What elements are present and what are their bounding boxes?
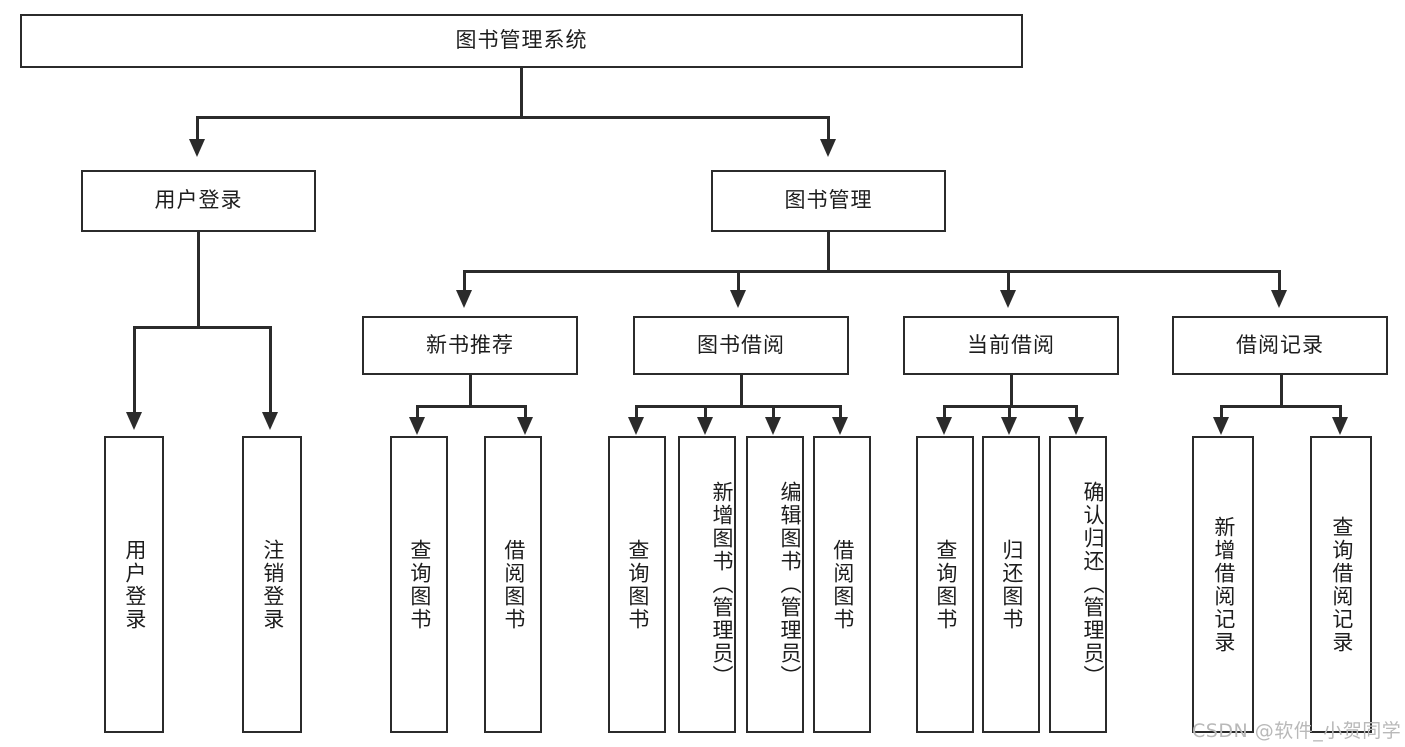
node-leaf-query-book-2[interactable]: 查询图书 xyxy=(608,436,666,733)
connector-root-stem xyxy=(520,68,523,116)
node-user-login-label: 用户登录 xyxy=(154,188,243,213)
arrow-book-manage-to-book-borrow xyxy=(730,290,746,308)
connector-current-borrow-stem xyxy=(1010,375,1013,408)
node-book-borrow[interactable]: 图书借阅 xyxy=(633,316,849,375)
connector-current-borrow-to-leaf-2 xyxy=(1008,405,1011,419)
node-leaf-logout-login-label: 注销登录 xyxy=(260,538,285,631)
connector-borrow-record-to-leaf-1 xyxy=(1220,405,1223,419)
connector-borrow-record-stem xyxy=(1280,375,1283,408)
node-leaf-return-book-label: 归还图书 xyxy=(999,538,1024,631)
connector-book-manage-bus xyxy=(463,270,1281,273)
arrow-book-borrow-to-leaf-4 xyxy=(832,417,848,435)
node-leaf-confirm-return[interactable]: 确认归还（管理员） xyxy=(1049,436,1107,733)
node-leaf-borrow-book-2[interactable]: 借阅图书 xyxy=(813,436,871,733)
arrow-book-borrow-to-leaf-3 xyxy=(765,417,781,435)
connector-book-borrow-to-leaf-3 xyxy=(772,405,775,419)
node-leaf-borrow-book-2-label: 借阅图书 xyxy=(830,538,855,631)
connector-user-login-to-leaf-2 xyxy=(269,326,272,414)
csdn-watermark: CSDN @软件_小贺同学 xyxy=(1192,720,1402,742)
node-leaf-logout-login[interactable]: 注销登录 xyxy=(242,436,302,733)
connector-root-to-user-login xyxy=(196,116,199,141)
node-borrow-record[interactable]: 借阅记录 xyxy=(1172,316,1388,375)
connector-book-manage-to-current-borrow xyxy=(1007,270,1010,292)
connector-book-borrow-stem xyxy=(740,375,743,408)
node-leaf-borrow-book-1-label: 借阅图书 xyxy=(501,538,526,631)
node-leaf-add-book-label: 新增图书（管理员） xyxy=(710,481,734,688)
arrow-user-login-to-leaf-1 xyxy=(126,412,142,430)
connector-book-borrow-to-leaf-1 xyxy=(635,405,638,419)
node-leaf-query-book-2-label: 查询图书 xyxy=(625,538,650,631)
node-book-manage[interactable]: 图书管理 xyxy=(711,170,946,232)
arrow-current-borrow-to-leaf-2 xyxy=(1001,417,1017,435)
connector-current-borrow-to-leaf-1 xyxy=(943,405,946,419)
node-leaf-borrow-book-1[interactable]: 借阅图书 xyxy=(484,436,542,733)
node-leaf-query-record[interactable]: 查询借阅记录 xyxy=(1310,436,1372,733)
arrow-current-borrow-to-leaf-3 xyxy=(1068,417,1084,435)
connector-user-login-bus xyxy=(133,326,272,329)
node-leaf-return-book[interactable]: 归还图书 xyxy=(982,436,1040,733)
arrow-book-manage-to-borrow-record xyxy=(1271,290,1287,308)
arrow-borrow-record-to-leaf-2 xyxy=(1332,417,1348,435)
arrow-root-to-book-manage xyxy=(820,139,836,157)
arrow-current-borrow-to-leaf-1 xyxy=(936,417,952,435)
connector-user-login-stem xyxy=(197,232,200,329)
node-new-book-recommend-label: 新书推荐 xyxy=(426,332,514,357)
node-leaf-add-record-label: 新增借阅记录 xyxy=(1211,515,1236,654)
connector-root-to-book-manage xyxy=(827,116,830,141)
connector-book-manage-to-borrow-record xyxy=(1278,270,1281,292)
node-leaf-edit-book-label: 编辑图书（管理员） xyxy=(778,481,802,688)
node-leaf-user-login[interactable]: 用户登录 xyxy=(104,436,164,733)
node-root[interactable]: 图书管理系统 xyxy=(20,14,1023,68)
arrow-user-login-to-leaf-2 xyxy=(262,412,278,430)
node-user-login[interactable]: 用户登录 xyxy=(81,170,316,232)
connector-new-book-stem xyxy=(469,375,472,408)
connector-borrow-record-bus xyxy=(1220,405,1342,408)
connector-root-bus xyxy=(196,116,830,119)
node-leaf-confirm-return-label: 确认归还（管理员） xyxy=(1081,481,1105,688)
arrow-borrow-record-to-leaf-1 xyxy=(1213,417,1229,435)
node-new-book-recommend[interactable]: 新书推荐 xyxy=(362,316,578,375)
node-leaf-query-book-3-label: 查询图书 xyxy=(933,538,958,631)
arrow-book-borrow-to-leaf-2 xyxy=(697,417,713,435)
connector-book-borrow-bus xyxy=(635,405,842,408)
connector-book-borrow-to-leaf-4 xyxy=(839,405,842,419)
connector-new-book-to-leaf-1 xyxy=(416,405,419,419)
arrow-root-to-user-login xyxy=(189,139,205,157)
connector-user-login-to-leaf-1 xyxy=(133,326,136,414)
connector-book-manage-to-book-borrow xyxy=(737,270,740,292)
node-book-borrow-label: 图书借阅 xyxy=(697,332,785,357)
node-leaf-edit-book[interactable]: 编辑图书（管理员） xyxy=(746,436,804,733)
arrow-new-book-to-leaf-1 xyxy=(409,417,425,435)
connector-book-manage-stem xyxy=(827,232,830,272)
connector-book-manage-to-new-book xyxy=(463,270,466,292)
connector-new-book-bus xyxy=(416,405,527,408)
node-leaf-user-login-label: 用户登录 xyxy=(122,538,147,631)
node-leaf-add-book[interactable]: 新增图书（管理员） xyxy=(678,436,736,733)
node-leaf-query-book-3[interactable]: 查询图书 xyxy=(916,436,974,733)
arrow-new-book-to-leaf-2 xyxy=(517,417,533,435)
node-root-label: 图书管理系统 xyxy=(455,28,588,53)
connector-borrow-record-to-leaf-2 xyxy=(1339,405,1342,419)
node-book-manage-label: 图书管理 xyxy=(784,188,873,213)
node-current-borrow-label: 当前借阅 xyxy=(967,332,1055,357)
arrow-book-borrow-to-leaf-1 xyxy=(628,417,644,435)
node-borrow-record-label: 借阅记录 xyxy=(1236,332,1324,357)
node-leaf-add-record[interactable]: 新增借阅记录 xyxy=(1192,436,1254,733)
node-leaf-query-record-label: 查询借阅记录 xyxy=(1329,515,1354,654)
connector-book-borrow-to-leaf-2 xyxy=(704,405,707,419)
node-leaf-query-book-1-label: 查询图书 xyxy=(407,538,432,631)
arrow-book-manage-to-current-borrow xyxy=(1000,290,1016,308)
connector-current-borrow-to-leaf-3 xyxy=(1075,405,1078,419)
node-leaf-query-book-1[interactable]: 查询图书 xyxy=(390,436,448,733)
arrow-book-manage-to-new-book xyxy=(456,290,472,308)
node-current-borrow[interactable]: 当前借阅 xyxy=(903,316,1119,375)
connector-new-book-to-leaf-2 xyxy=(524,405,527,419)
